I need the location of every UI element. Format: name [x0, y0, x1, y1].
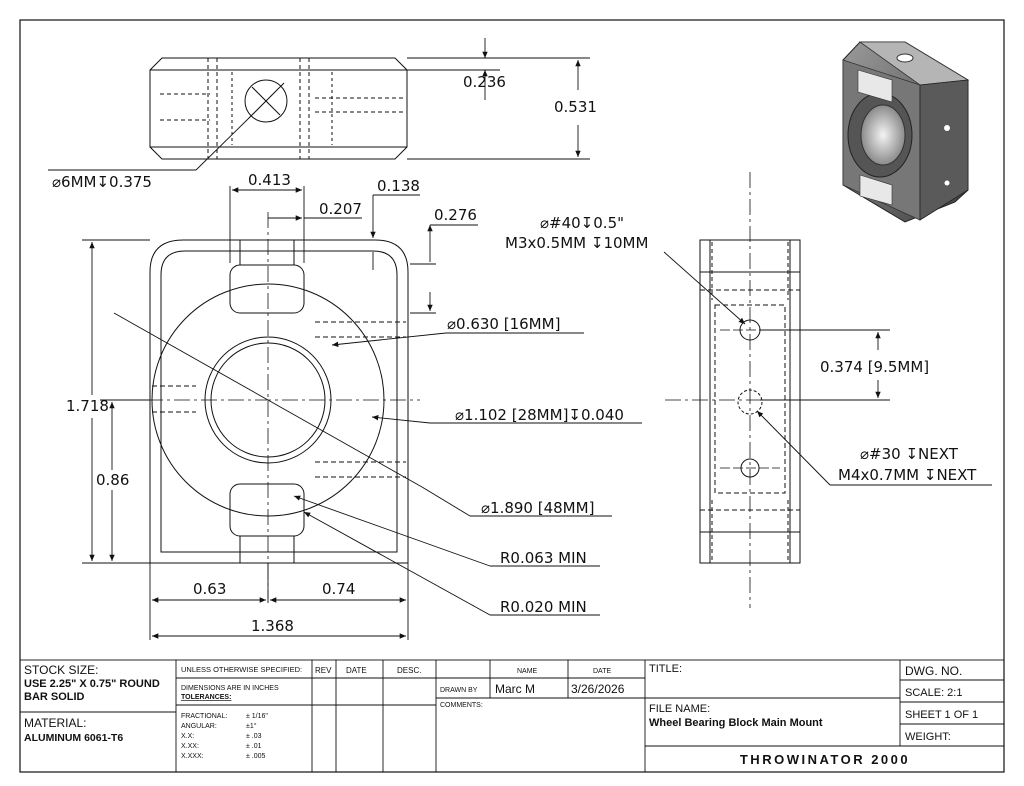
stock-size-label: STOCK SIZE: [24, 663, 98, 677]
title-block-grid [19, 659, 1005, 773]
title-label: TITLE: [649, 663, 682, 675]
file-name-value: Wheel Bearing Block Main Mount [649, 717, 823, 729]
front-view-dims [82, 186, 642, 640]
unless-specified: UNLESS OTHERWISE SPECIFIED: [181, 665, 302, 674]
dim-1368: 1.368 [251, 617, 294, 635]
dim-1718: 1.718 [66, 397, 109, 415]
drawn-by-label: DRAWN BY [440, 687, 478, 694]
comments-label: COMMENTS: [440, 702, 483, 709]
top-view [149, 57, 408, 160]
file-name-label: FILE NAME: [649, 703, 710, 715]
callout-m3-line1: ⌀#40↧0.5" [540, 214, 624, 232]
stock-size-line2: BAR SOLID [24, 691, 85, 703]
sheet-label: SHEET 1 OF 1 [905, 709, 978, 721]
isometric-view [842, 41, 970, 223]
xxx-value: ± .01 [246, 743, 262, 750]
fractional-label: FRACTIONAL: [181, 713, 227, 720]
drawn-date: 3/26/2026 [571, 682, 625, 696]
company-name: THROWINATOR 2000 [740, 752, 910, 767]
fractional-value: ± 1/16" [246, 713, 268, 720]
dim-bore-16mm: ⌀0.630 [16MM] [447, 315, 560, 333]
weight-label: WEIGHT: [905, 731, 951, 743]
dim-r0063: R0.063 MIN [500, 549, 587, 567]
desc-header: DESC. [397, 666, 421, 675]
scale-label: SCALE: 2:1 [905, 687, 962, 699]
rev-header: REV [315, 666, 332, 675]
dim-bore-48mm: ⌀1.890 [48MM] [481, 499, 594, 517]
dim-0138: 0.138 [377, 177, 420, 195]
angular-value: ±1° [246, 722, 257, 730]
title-block: STOCK SIZE: USE 2.25" X 0.75" ROUND BAR … [24, 663, 978, 767]
dim-top-depth: 0.236 [463, 73, 506, 91]
callout-m4-line1: ⌀#30 ↧NEXT [860, 445, 959, 463]
dim-r0020: R0.020 MIN [500, 598, 587, 616]
side-view-dims [663, 251, 992, 486]
callout-m3-line2: M3x0.5MM ↧10MM [505, 234, 648, 252]
xx-value: ± .03 [246, 733, 262, 740]
dim-0413: 0.413 [248, 171, 291, 189]
front-view [120, 212, 420, 598]
dimensions-inches: DIMENSIONS ARE IN INCHES [181, 685, 279, 692]
angular-label: ANGULAR: [181, 723, 217, 730]
callout-m4-line2: M4x0.7MM ↧NEXT [838, 466, 977, 484]
dwg-no-label: DWG. NO. [905, 664, 962, 678]
dim-086: 0.86 [96, 471, 129, 489]
dim-0207: 0.207 [319, 200, 362, 218]
drawn-by-name: Marc M [495, 682, 535, 696]
dim-063: 0.63 [193, 580, 226, 598]
xx-label: X.X: [181, 733, 194, 740]
dim-top-height: 0.531 [554, 98, 597, 116]
date-col-header: DATE [593, 668, 611, 675]
dim-074: 0.74 [322, 580, 355, 598]
dim-0276: 0.276 [434, 206, 477, 224]
top-view-dims [48, 38, 590, 171]
name-header: NAME [517, 668, 538, 675]
dim-hole-spacing: 0.374 [9.5MM] [820, 358, 929, 376]
material-value: ALUMINUM 6061-T6 [24, 732, 123, 744]
xxxx-value: ± .005 [246, 753, 266, 760]
xxxx-label: X.XXX: [181, 753, 204, 760]
material-label: MATERIAL: [24, 716, 86, 730]
xxx-label: X.XX: [181, 743, 199, 750]
stock-size-line1: USE 2.25" X 0.75" ROUND [24, 678, 160, 690]
dim-top-hole-callout: ⌀6MM↧0.375 [52, 173, 152, 191]
date-header: DATE [346, 666, 367, 675]
side-view [665, 172, 840, 608]
dim-bore-28mm: ⌀1.102 [28MM]↧0.040 [455, 406, 624, 424]
tolerances-label: TOLERANCES: [181, 694, 231, 701]
